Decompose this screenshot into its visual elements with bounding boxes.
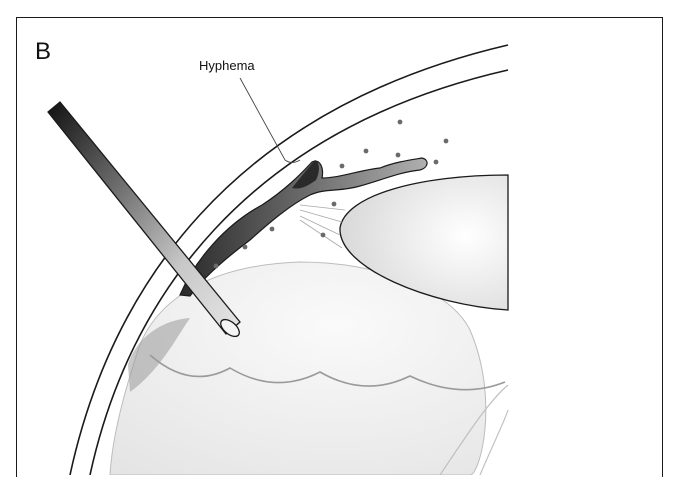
needle-shaft — [48, 102, 240, 334]
zonule-fibers — [300, 205, 345, 248]
needle — [48, 102, 242, 340]
hyphema-leader-line — [240, 78, 300, 163]
